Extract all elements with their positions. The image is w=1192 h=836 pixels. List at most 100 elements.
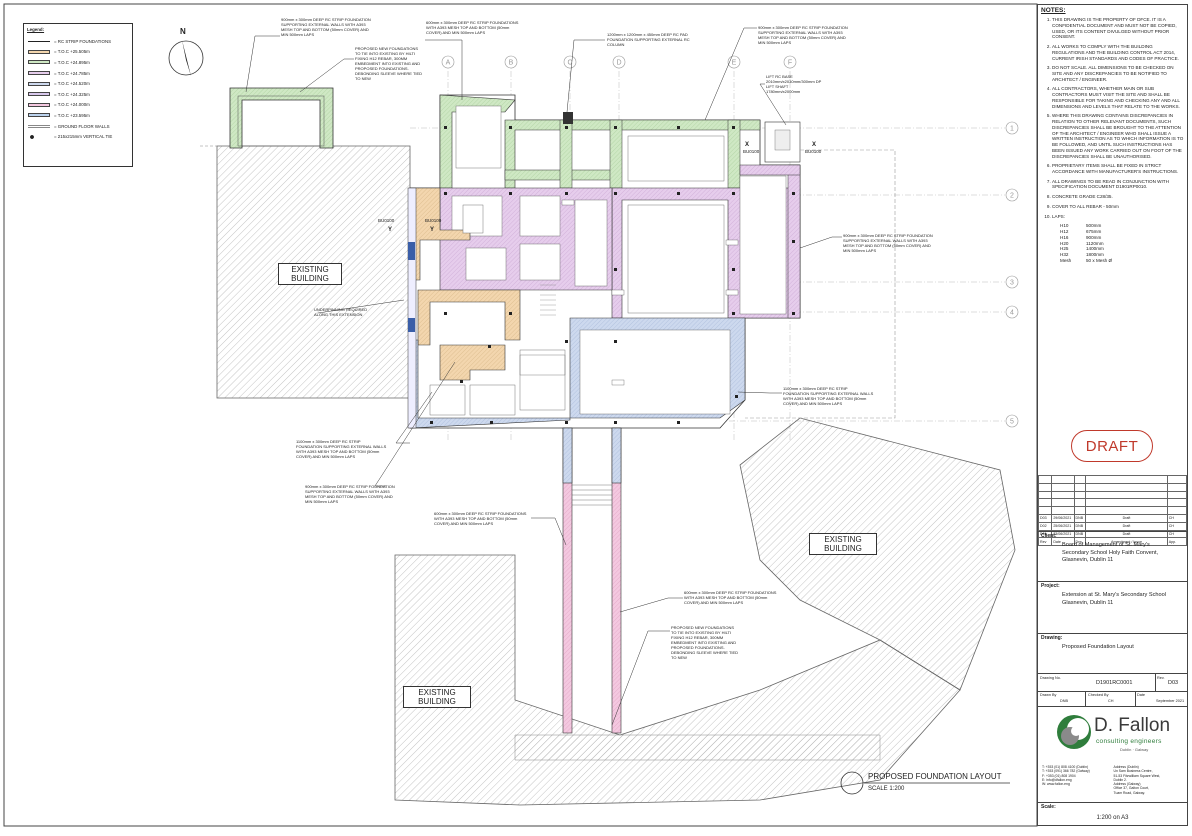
contact-line: W: www.fallon.eng [1042, 782, 1070, 786]
plan-scale: SCALE 1:200 [868, 786, 905, 792]
contact-line: E: info@dfallon.eng [1042, 777, 1072, 782]
revision-cell: 29/06/2021 [1051, 513, 1075, 523]
legend-item: = T.O.C +24.000m [24, 100, 132, 111]
section-letter: Y [430, 227, 434, 233]
title-block: NOTES: THIS DRAWING IS THE PROPERTY OF D… [1037, 4, 1188, 826]
note-item: COVER TO ALL REBAR - 50mm [1052, 204, 1184, 210]
legend-swatch-icon [28, 134, 50, 139]
note-item: ALL CONTRACTORS, WHETHER MAIN OR SUB CON… [1052, 86, 1184, 109]
drawing-box: Drawing: Proposed Foundation Layout [1038, 633, 1187, 673]
legend-item: = T.O.C +24.520m [24, 78, 132, 89]
contacts-left: T: +353 (01) 808 4100 (Dublin)T: +353 (0… [1042, 765, 1112, 795]
revision-cell: Draft [1085, 521, 1168, 531]
legend-label: = T.O.C +23.595m [54, 112, 90, 118]
legend-label: = T.O.C +24.895m [54, 59, 90, 65]
revision-header-cell: Date [1051, 537, 1075, 547]
north-label: N [180, 27, 186, 36]
legend-item: = T.O.C +24.325m [24, 89, 132, 100]
legend-swatch-icon [28, 102, 50, 107]
scale-value: 1:200 on A3 [1096, 815, 1129, 822]
address-line: Dublin 2. [1113, 777, 1127, 782]
grid-number: 1 [1010, 126, 1014, 133]
revision-cell: DNB [1073, 521, 1087, 531]
legend-label: = T.O.C +24.785m [54, 70, 90, 76]
existing-building-label-west: EXISTING BUILDING [278, 263, 342, 285]
rev-value: D03 [1168, 680, 1179, 686]
note-item: CONCRETE GRADE C28/35. [1052, 194, 1184, 200]
title-bubble [840, 771, 864, 795]
draft-stamp: DRAFT [1071, 430, 1153, 462]
logo-swirl-icon [1057, 715, 1091, 749]
legend-swatch-icon [28, 40, 50, 43]
grid-number: 3 [1010, 280, 1014, 287]
section-mark: BU0100 [378, 218, 395, 223]
project-box: Project: Extension at St. Mary's Seconda… [1038, 581, 1187, 633]
company-logo: D. Fallon consulting engineers Dublin · … [1050, 708, 1180, 758]
legend-title: Legend: [27, 27, 45, 32]
lap-length: 1120mm [1086, 240, 1104, 246]
address-line: Un Sam Business Centre, [1113, 769, 1153, 774]
lap-bar: Mesh [1060, 257, 1072, 263]
legend-label: = T.O.C +25.505m [54, 49, 90, 55]
lap-length: 675mm [1086, 229, 1102, 235]
note-item: WHERE THIS DRAWING CONTAINS DISCREPANCIE… [1052, 113, 1184, 159]
grid-letter: E [732, 60, 737, 67]
note-item: LAPS: [1052, 214, 1184, 220]
section-mark: BU0100 [743, 149, 760, 154]
drawn-checked-box: Drawn By DNB Checked By CH Date Septembe… [1038, 691, 1187, 707]
legend-item: = T.O.C +24.895m [24, 57, 132, 68]
existing-line: BUILDING [418, 697, 456, 706]
notes-list: THIS DRAWING IS THE PROPERTY OF DFCE. IT… [1038, 17, 1187, 219]
lap-bar: H16 [1060, 234, 1069, 240]
date-label: Date [1137, 693, 1146, 697]
drawing-value: Proposed Foundation Layout [1038, 642, 1187, 652]
section-marks: BU0100 Y BU0100 Y BU0100 X BU0100 X [378, 142, 822, 233]
address-line: Tuam Road, Galway. [1113, 790, 1145, 795]
revision-header-cell: App. [1166, 537, 1188, 547]
lap-bar: H20 [1060, 240, 1069, 246]
company-sub: consulting engineers [1096, 738, 1162, 745]
legend-label: = 215x215mm VERTICAL TIE [54, 134, 113, 140]
date-value: September 2021 [1156, 699, 1185, 703]
revision-cell: 25/06/2021 [1051, 521, 1075, 531]
existing-line: EXISTING [291, 265, 329, 274]
foundation-zone-green [229, 87, 334, 149]
existing-building-south [394, 554, 961, 806]
revision-cell: CH [1166, 521, 1188, 531]
lap-length: 900mm [1086, 234, 1102, 240]
grid-number: 5 [1010, 419, 1014, 426]
note-item: ALL DRAWINGS TO BE READ IN CONJUNCTION W… [1052, 179, 1184, 190]
existing-building-label-east: EXISTING BUILDING [809, 533, 877, 555]
revision-cell: D03 [1037, 513, 1053, 523]
legend-swatch-icon [28, 60, 50, 65]
legend-item: = GROUND FLOOR WALLS [24, 121, 132, 132]
contacts-right: Address (Dublin)Un Sam Business Centre,5… [1114, 765, 1184, 795]
client-label: Client: [1041, 533, 1057, 539]
note-item: PROPRIETARY ITEMS SHALL BE FIXED IN STRI… [1052, 163, 1184, 174]
company-name: D. Fallon [1094, 715, 1171, 736]
lap-bar: H10 [1060, 223, 1069, 229]
notes-title: NOTES: [1041, 7, 1066, 14]
vertical-ties [430, 126, 795, 424]
strip-foundation-south [562, 427, 622, 734]
project-label: Project: [1041, 583, 1060, 589]
revision-cell: CH [1166, 513, 1188, 523]
section-mark: BU0100 [425, 218, 442, 223]
dimension-tags [561, 199, 739, 386]
legend-label: = T.O.C +24.520m [54, 81, 90, 87]
drawing-label: Drawing: [1041, 635, 1063, 641]
legend-swatch-icon [28, 49, 50, 54]
project-line: Extension at St. Mary's Secondary School [1062, 592, 1166, 599]
grid-letter: B [509, 60, 514, 67]
client-line: Board of Management of St. Mary's [1062, 542, 1150, 549]
revision-cell: Draft [1085, 513, 1168, 523]
